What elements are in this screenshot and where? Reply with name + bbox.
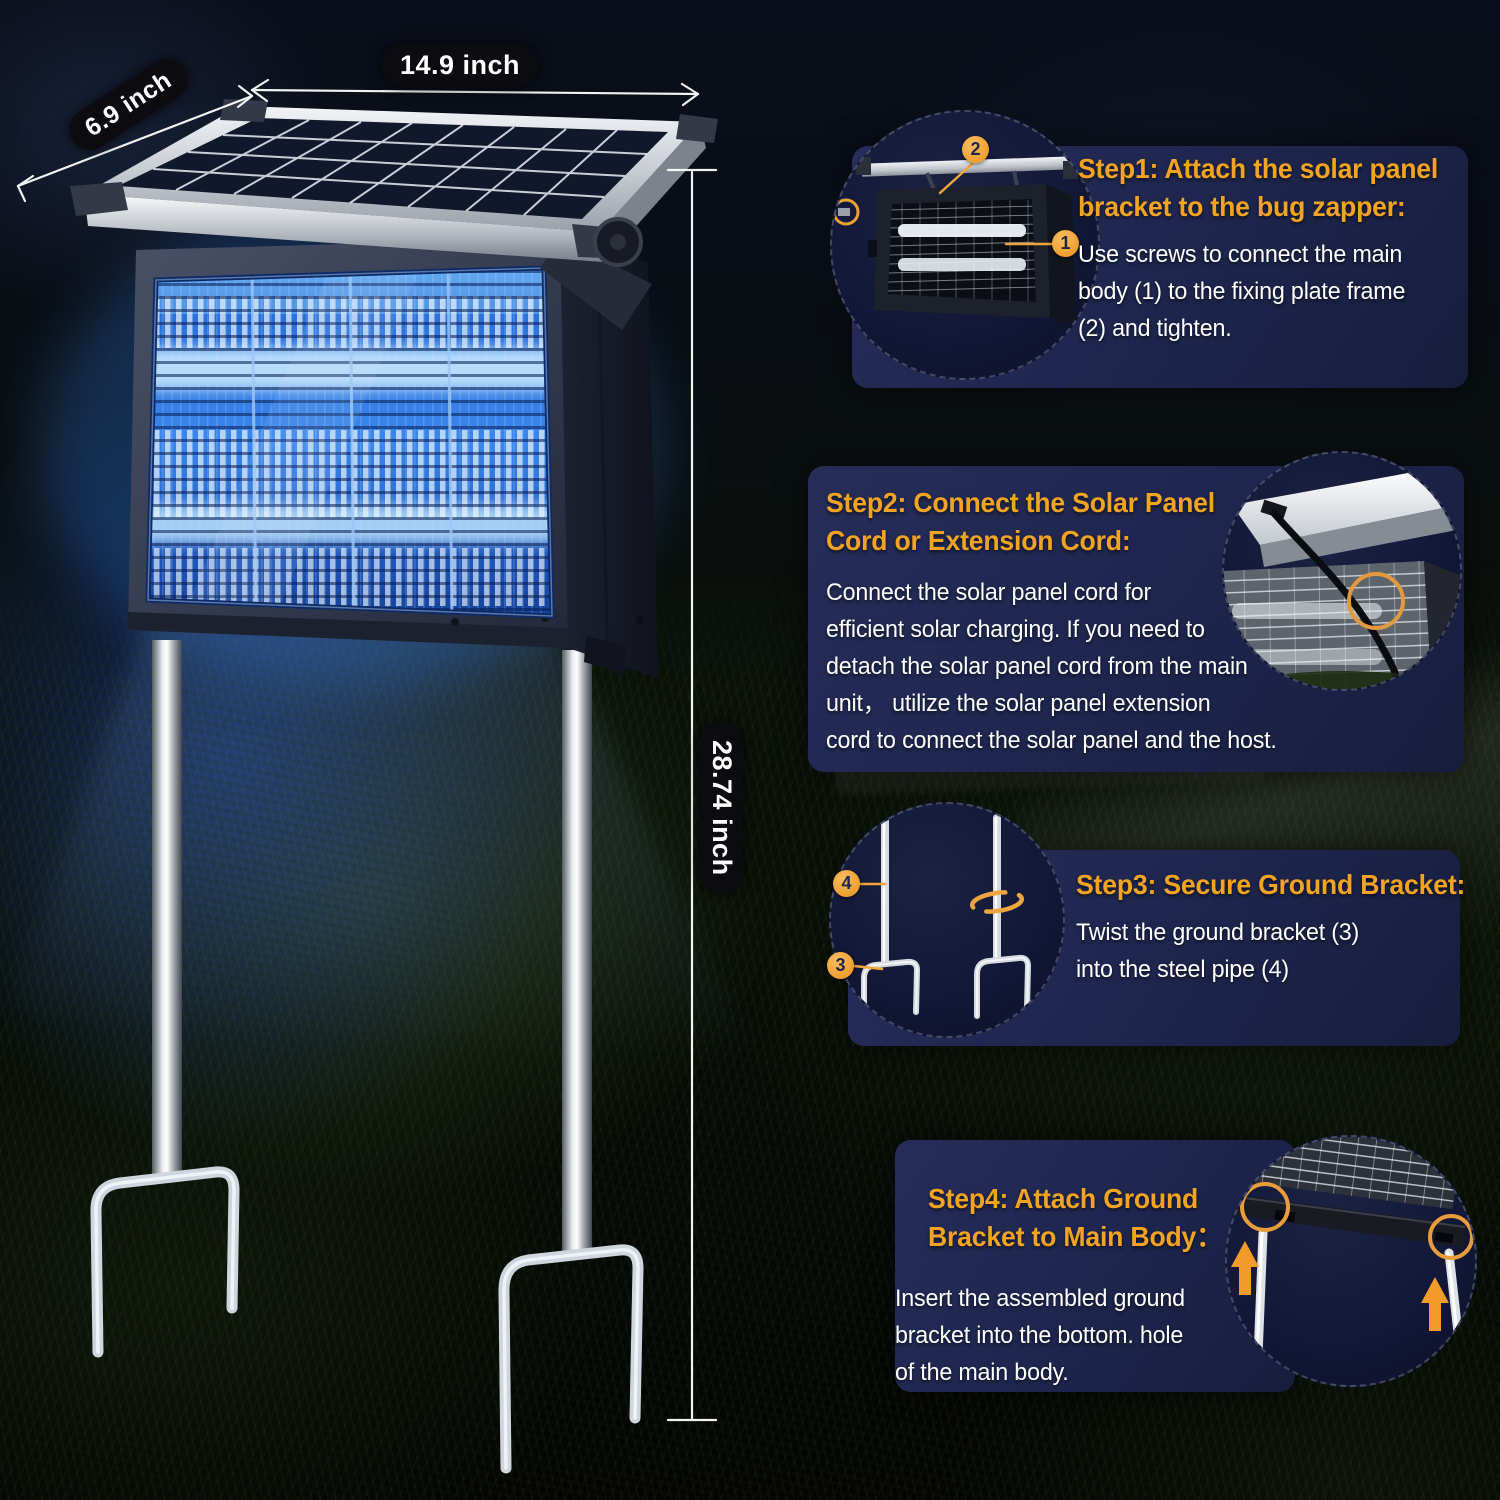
dimension-unit-height: 28.74 inch <box>700 722 743 894</box>
up-arrow-left-icon <box>1231 1241 1259 1267</box>
solar-panel <box>70 99 718 330</box>
badge-2-fixing-plate: 2 <box>962 136 989 163</box>
twist-arrow-icon <box>969 890 1025 914</box>
hole-highlight-ring-right-icon <box>1428 1214 1474 1260</box>
ground-bracket-left <box>90 1166 240 1358</box>
solar-cell-grid <box>152 119 648 216</box>
step3-inset-photo <box>829 802 1065 1038</box>
step3-inset-drawing <box>861 810 1031 1023</box>
zapper-grid-bottom <box>1248 1137 1461 1210</box>
step2-body: Connect the solar panel cord for efficie… <box>826 579 1277 754</box>
zapper-grid-small <box>888 199 1036 302</box>
steel-pipe-left <box>881 810 889 966</box>
step4-inset-drawing <box>1231 1137 1474 1385</box>
ground-pole-right <box>562 650 592 1255</box>
badge-1-main-body: 1 <box>1052 230 1079 257</box>
screw-icon <box>838 208 850 216</box>
up-arrow-icons <box>1231 1241 1449 1331</box>
dimension-lines <box>16 78 718 1422</box>
ground-bracket-small-left <box>861 958 920 1023</box>
step4-inset-photo <box>1225 1135 1477 1387</box>
step2-inset-photo <box>1222 451 1462 691</box>
ground-bracket-right <box>498 1244 644 1474</box>
dimension-panel-width: 14.9 inch <box>382 44 539 87</box>
step3-body: Twist the ground bracket (3) into the st… <box>1076 919 1360 983</box>
zapper-window <box>145 265 555 619</box>
cord-highlight-ring-icon <box>1347 572 1405 630</box>
step2-title: Step2: Connect the Solar Panel Cord or E… <box>826 487 1215 556</box>
step1-title: Step1: Attach the solar panel bracket to… <box>1078 153 1439 222</box>
step1-body: Use screws to connect the main body (1) … <box>1078 241 1406 342</box>
up-arrow-right-icon <box>1421 1277 1449 1303</box>
inserted-stakes <box>1252 1228 1468 1385</box>
ground-pole-left <box>152 640 182 1175</box>
screw-highlight-ring-icon <box>832 198 860 226</box>
badge-4-steel-pipe: 4 <box>833 870 860 897</box>
ground-bracket-small-right <box>974 954 1031 1019</box>
badge-3-ground-bracket: 3 <box>827 952 854 979</box>
step4-title: Step4: Attach Ground Bracket to Main Bod… <box>928 1183 1223 1252</box>
tilt-knob <box>593 217 643 267</box>
hole-highlight-ring-left-icon <box>1240 1182 1290 1232</box>
step3-title: Step3: Secure Ground Bracket: <box>1076 869 1466 900</box>
steel-pipe-right <box>993 814 1001 962</box>
step4-body: Insert the assembled ground bracket into… <box>895 1285 1185 1386</box>
grid-wall-small <box>1224 560 1460 689</box>
grass-foreground <box>1224 671 1460 689</box>
bug-zapper-product-image <box>10 78 760 1474</box>
step2-inset-drawing <box>1224 469 1460 689</box>
step1-inset-drawing <box>832 156 1078 326</box>
